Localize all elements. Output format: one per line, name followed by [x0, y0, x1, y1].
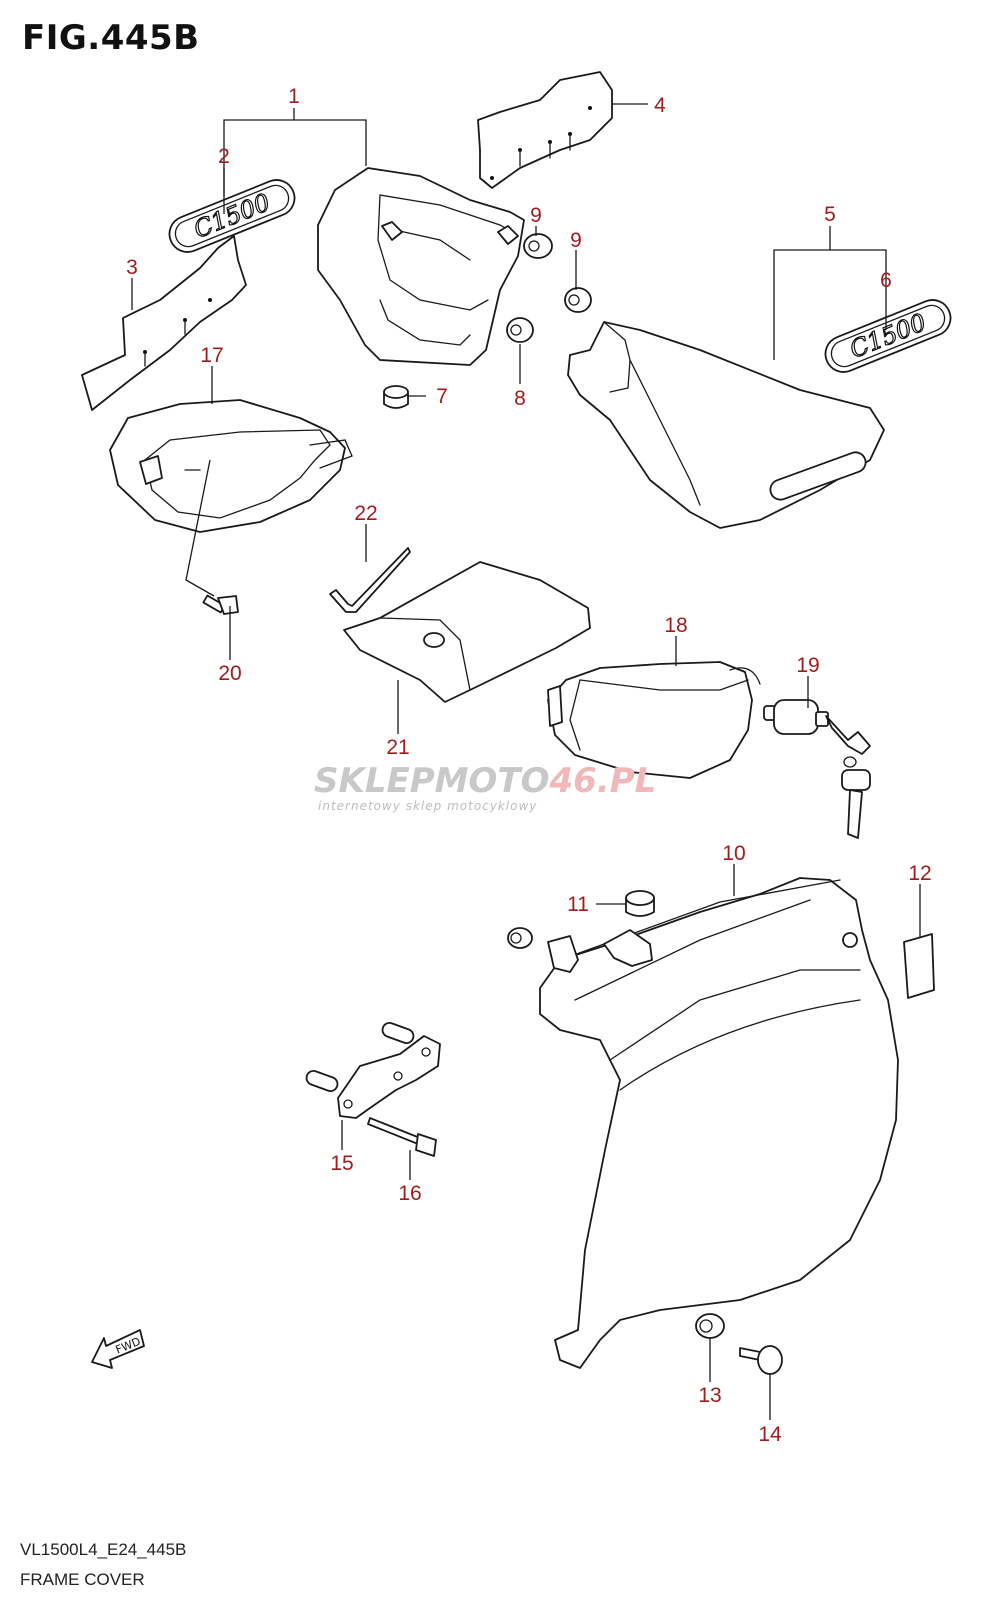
- part-20-screw: [202, 594, 239, 615]
- svg-text:SKLEPMOTO46.PL: SKLEPMOTO46.PL: [314, 761, 656, 801]
- leader-lines: [131, 103, 921, 1420]
- callout-17: 17: [200, 344, 223, 367]
- part-8-grommet: [506, 317, 534, 343]
- part-18-lock-case: [547, 661, 761, 779]
- callout-2: 2: [218, 145, 230, 168]
- callout-13: 13: [698, 1384, 721, 1407]
- part-4-shield: [477, 71, 613, 189]
- watermark-brand-grey: SKLEPMOTO: [314, 761, 549, 801]
- part-1-left-frame-cover: [317, 167, 525, 366]
- part-11-cushion: [625, 890, 655, 917]
- part-9-grommet-b: [564, 287, 592, 313]
- callout-7: 7: [436, 385, 448, 408]
- callout-11: 11: [567, 893, 589, 916]
- part-12-label: [903, 933, 935, 999]
- footer-code: VL1500L4_E24_445B: [20, 1540, 187, 1559]
- figure-footer: VL1500L4_E24_445B FRAME COVER: [20, 1535, 186, 1595]
- watermark: SKLEPMOTO46.PL internetowy sklep motocyk…: [314, 761, 656, 813]
- callout-12: 12: [908, 862, 931, 885]
- part-10-side-cover: [539, 877, 899, 1369]
- callout-8: 8: [514, 387, 526, 410]
- callout-15: 15: [330, 1152, 353, 1175]
- callout-labels: 1 2 3 4 5 6 7 8 9 9 10 11 12 13 14 15 16…: [126, 85, 932, 1446]
- part-16-bolt: [367, 1117, 437, 1157]
- part-19-lock-set: [763, 699, 871, 839]
- part-9-grommet-a: [523, 233, 553, 259]
- watermark-brand-red: 46.PL: [548, 761, 656, 801]
- part-6-emblem: C1500: [824, 299, 952, 373]
- callout-3: 3: [126, 256, 138, 279]
- callout-22: 22: [354, 502, 377, 525]
- part-3-shield: [81, 235, 247, 411]
- callout-14: 14: [758, 1423, 782, 1446]
- part-5-right-frame-cover: [567, 321, 885, 529]
- part-15-bracket: [305, 1022, 441, 1119]
- grommet-small: [507, 927, 533, 949]
- figure-title: FIG.445B: [22, 18, 200, 58]
- part-7-cushion: [383, 385, 409, 409]
- callout-6: 6: [880, 269, 892, 292]
- callout-16: 16: [398, 1182, 421, 1205]
- part-21-tool-bag: [343, 561, 591, 703]
- part-13-grommet: [695, 1313, 725, 1339]
- callout-10: 10: [722, 842, 745, 865]
- footer-name: FRAME COVER: [20, 1570, 145, 1589]
- callout-1: 1: [288, 85, 300, 108]
- callout-21: 21: [386, 736, 409, 759]
- callout-5: 5: [824, 203, 836, 226]
- watermark-tagline: internetowy sklep motocyklowy: [318, 799, 537, 813]
- part-17-box: [109, 399, 353, 533]
- part-14-bolt: [739, 1345, 783, 1375]
- callout-4: 4: [654, 94, 666, 117]
- part-22-hex-wrench: [329, 547, 411, 613]
- callout-19: 19: [796, 654, 819, 677]
- callout-18: 18: [664, 614, 687, 637]
- callout-9b: 9: [570, 229, 582, 252]
- callout-20: 20: [218, 662, 241, 685]
- fwd-arrow-icon: FWD: [91, 1329, 145, 1369]
- callout-9a: 9: [530, 204, 542, 227]
